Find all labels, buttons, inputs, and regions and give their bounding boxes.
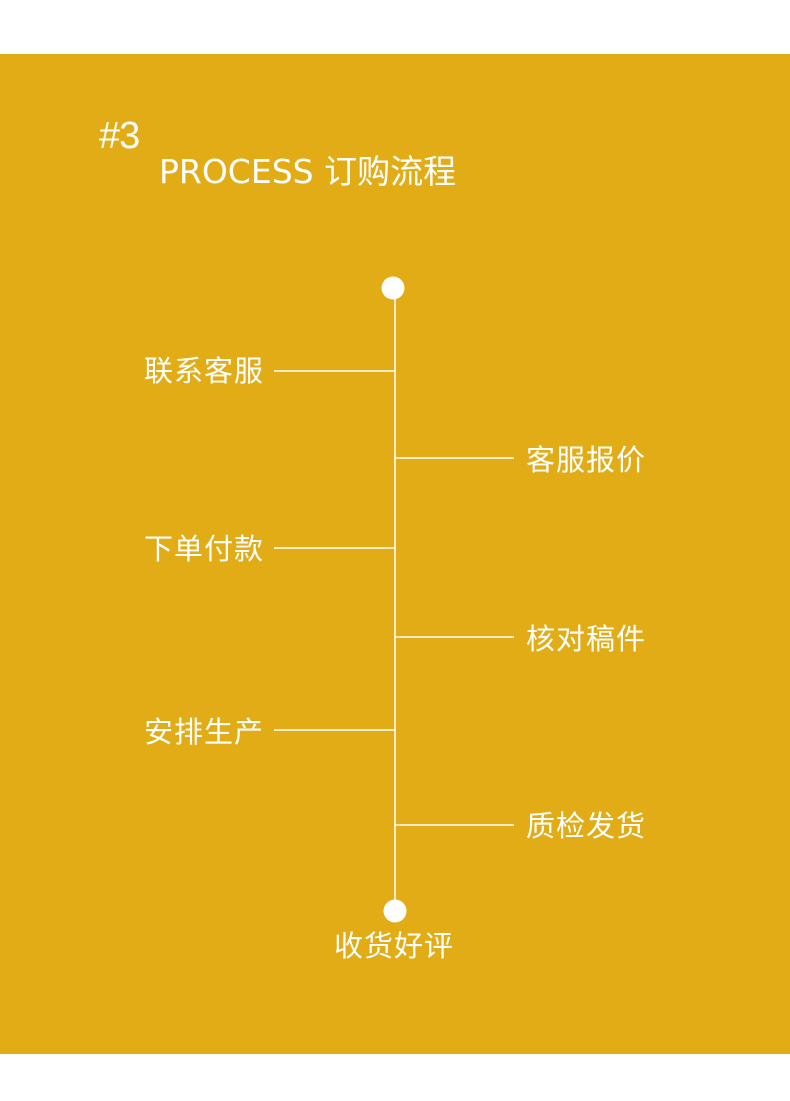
step-place-order: 下单付款 <box>143 532 264 566</box>
step-receive-review: 收货好评 <box>333 929 454 963</box>
process-panel <box>0 54 790 1054</box>
step-inspect-ship: 质检发货 <box>526 809 647 843</box>
section-number: #3 <box>99 115 140 157</box>
section-title: PROCESS 订购流程 <box>159 152 457 191</box>
step-contact-service: 联系客服 <box>143 354 264 388</box>
step-check-proof: 核对稿件 <box>526 622 647 656</box>
step-arrange-production: 安排生产 <box>143 715 264 749</box>
step-service-quote: 客服报价 <box>526 443 647 477</box>
